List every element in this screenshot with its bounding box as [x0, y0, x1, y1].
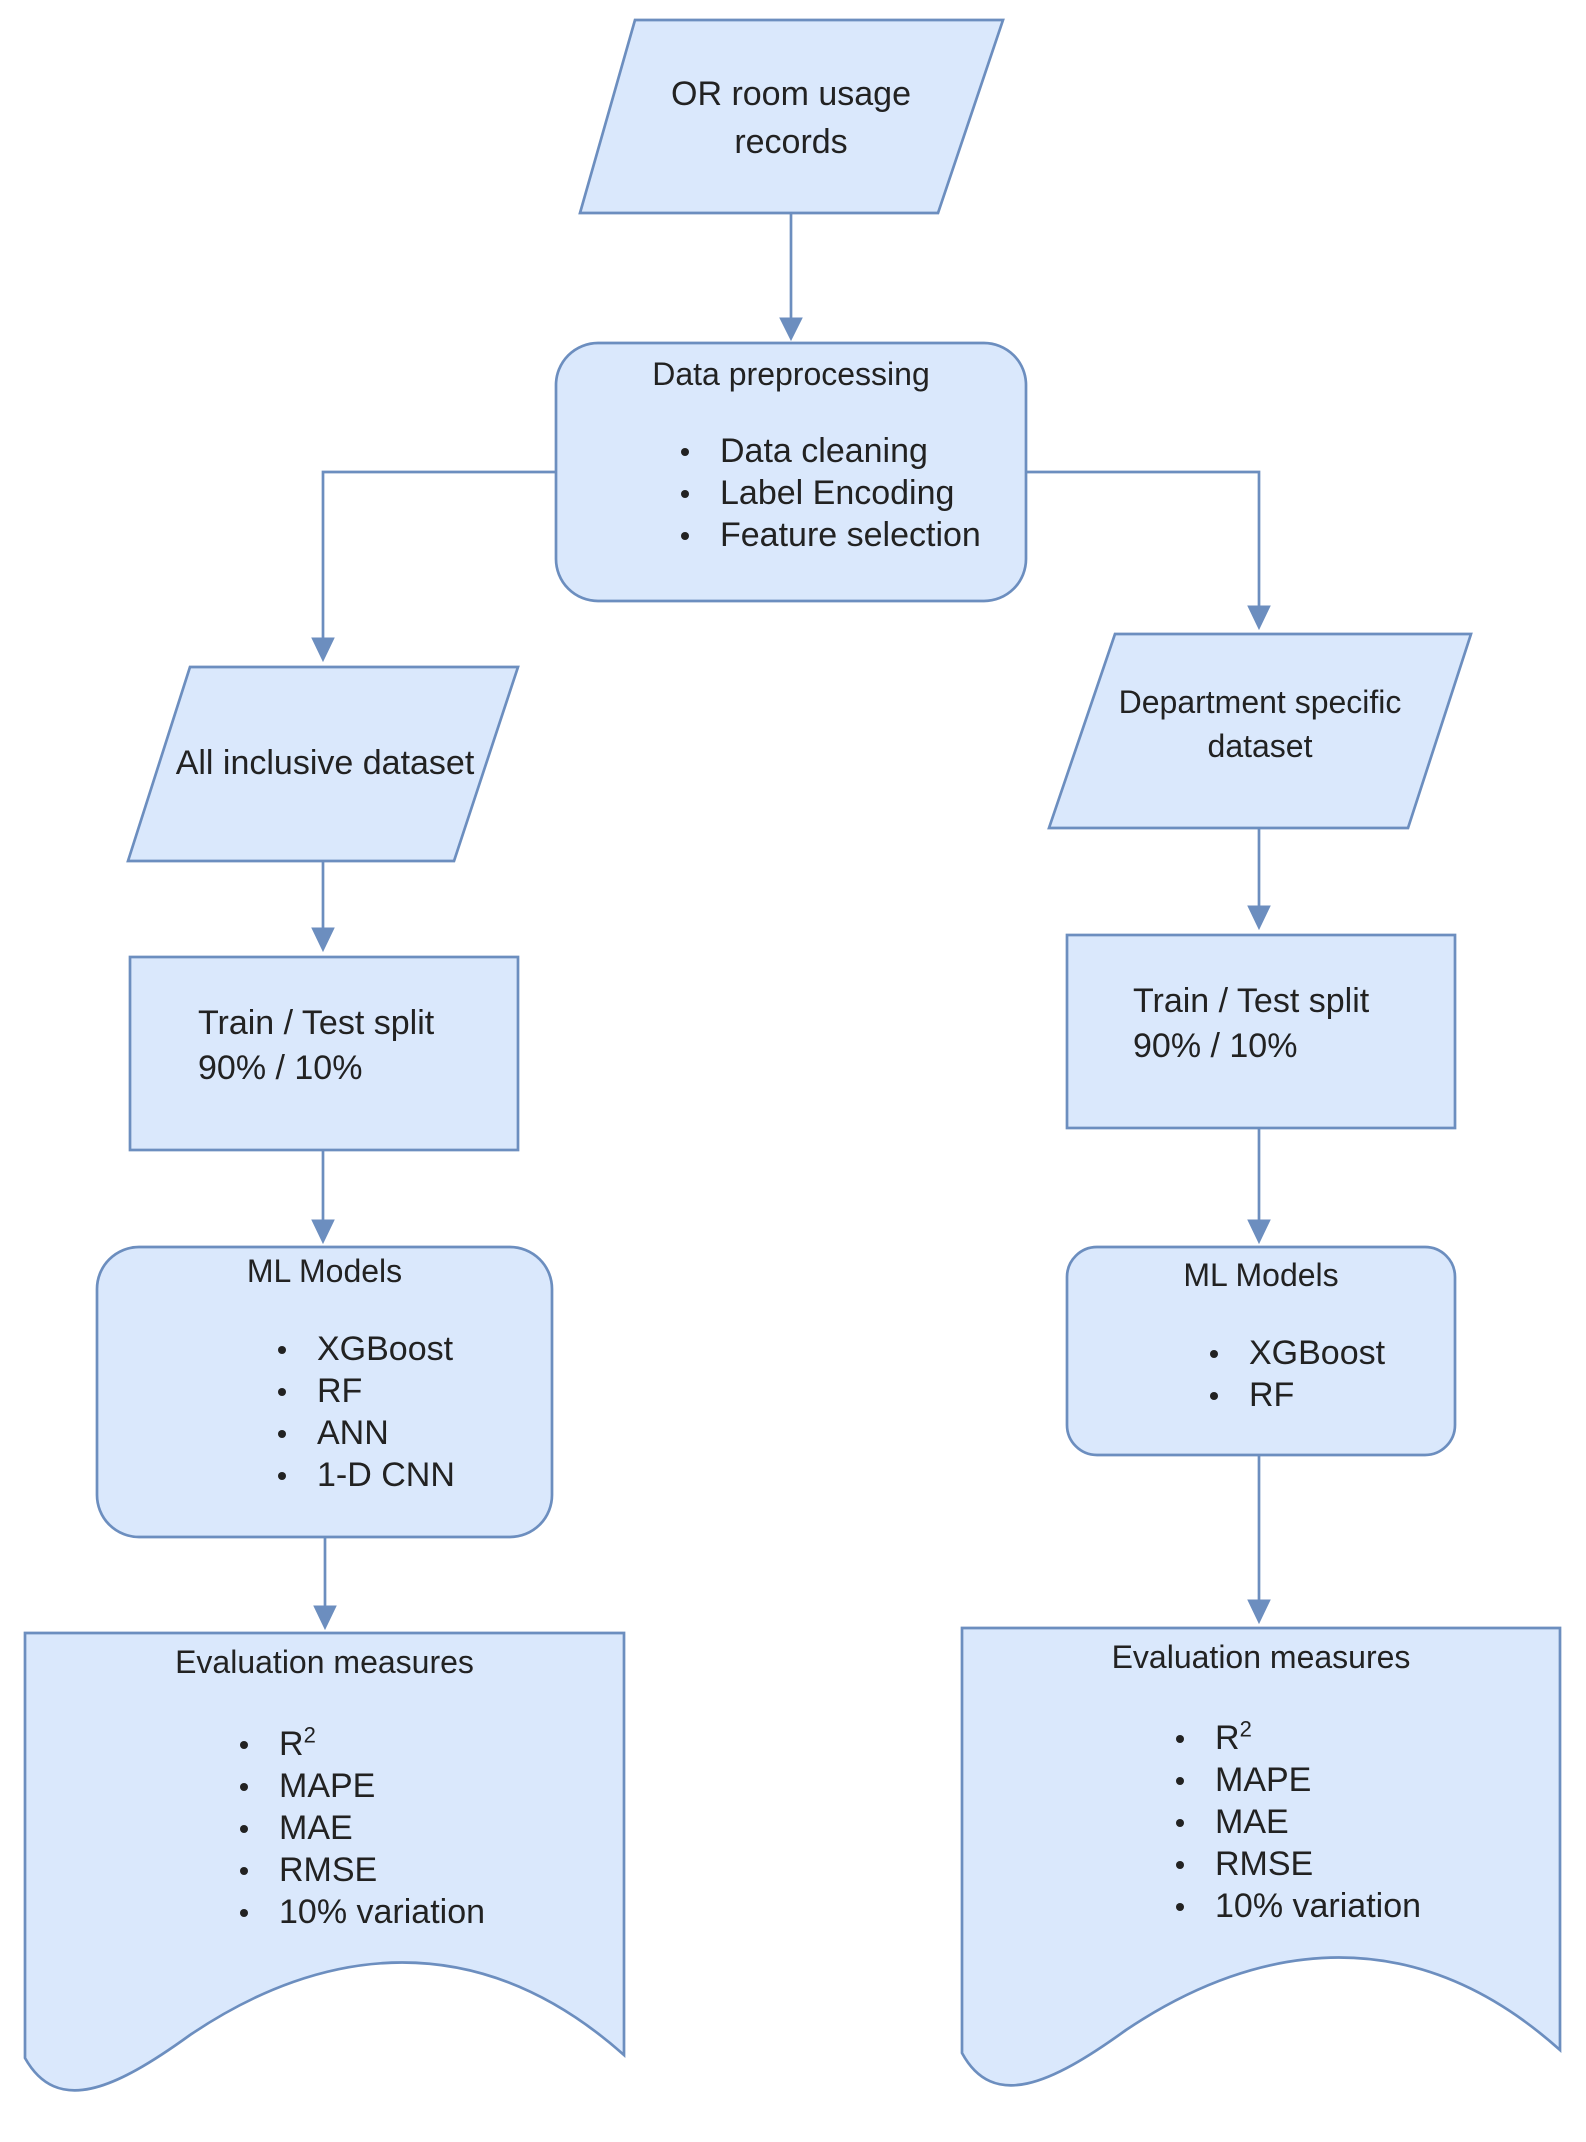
eval-right-list: R2 MAPE MAE RMSE 10% variation	[1170, 1717, 1421, 1927]
arrowhead	[311, 927, 335, 953]
models-right-list: XGBoost RF	[1204, 1332, 1385, 1416]
or-records-label: OR room usage records	[671, 75, 911, 161]
list-item: RMSE	[234, 1849, 485, 1891]
list-item: 1-D CNN	[272, 1454, 455, 1496]
r-squared-superscript: 2	[303, 1722, 316, 1748]
split-left-line1: Train / Test split	[198, 1004, 435, 1042]
all-dataset-shape[interactable]	[126, 665, 520, 863]
eval-left-shape[interactable]	[23, 1631, 626, 2092]
eval-left-title: Evaluation measures	[175, 1644, 474, 1680]
list-item: RF	[272, 1370, 455, 1412]
arrowhead	[779, 317, 803, 342]
arrowhead	[313, 1605, 337, 1631]
list-item: RMSE	[1170, 1843, 1421, 1885]
models-left-title: ML Models	[246, 1253, 403, 1289]
list-item: MAPE	[1170, 1759, 1421, 1801]
list-item: 10% variation	[1170, 1885, 1421, 1927]
split-left-line2: 90% / 10%	[198, 1049, 363, 1087]
eval-right-title: Evaluation measures	[1111, 1639, 1411, 1675]
edge-preprocessing-all	[321, 470, 556, 640]
r-squared-superscript: 2	[1239, 1716, 1252, 1742]
list-item: Feature selection	[675, 514, 981, 556]
r-squared-base: R	[1215, 1719, 1240, 1757]
split-left-shape[interactable]	[128, 955, 520, 1152]
list-item: XGBoost	[272, 1328, 455, 1370]
arrowhead	[1247, 1599, 1271, 1625]
arrowhead	[1247, 905, 1271, 931]
preprocessing-title: Data preprocessing	[652, 356, 930, 392]
list-item: Label Encoding	[675, 472, 981, 514]
models-right-title: ML Models	[1183, 1257, 1339, 1293]
dept-dataset-shape[interactable]	[1047, 632, 1473, 830]
arrowhead	[1247, 605, 1271, 631]
or-records-shape[interactable]	[578, 18, 1005, 215]
all-dataset-label: All inclusive dataset	[175, 744, 475, 782]
list-item: XGBoost	[1204, 1332, 1385, 1374]
connectors	[311, 213, 1271, 1631]
list-item: ANN	[272, 1412, 455, 1454]
list-item: R2	[234, 1723, 485, 1765]
split-right-line2: 90% / 10%	[1133, 1027, 1298, 1065]
arrowhead	[311, 1219, 335, 1245]
list-item: MAE	[1170, 1801, 1421, 1843]
arrowhead	[311, 637, 335, 663]
models-right-shape[interactable]	[1065, 1245, 1457, 1457]
preprocessing-list: Data cleaning Label Encoding Feature sel…	[675, 430, 981, 556]
list-item: MAPE	[234, 1765, 485, 1807]
split-right-shape[interactable]	[1065, 933, 1457, 1130]
eval-right-shape[interactable]	[960, 1626, 1562, 2087]
eval-left-list: R2 MAPE MAE RMSE 10% variation	[234, 1723, 485, 1933]
list-item: 10% variation	[234, 1891, 485, 1933]
arrowhead	[1247, 1219, 1271, 1245]
edge-preprocessing-dept	[1026, 470, 1261, 608]
split-right-line1: Train / Test split	[1133, 982, 1370, 1020]
r-squared-base: R	[279, 1725, 304, 1763]
dept-dataset-label: Department specific dataset	[1118, 684, 1402, 764]
list-item: MAE	[234, 1807, 485, 1849]
list-item: Data cleaning	[675, 430, 981, 472]
list-item: RF	[1204, 1374, 1385, 1416]
models-left-list: XGBoost RF ANN 1-D CNN	[272, 1328, 455, 1496]
list-item: R2	[1170, 1717, 1421, 1759]
